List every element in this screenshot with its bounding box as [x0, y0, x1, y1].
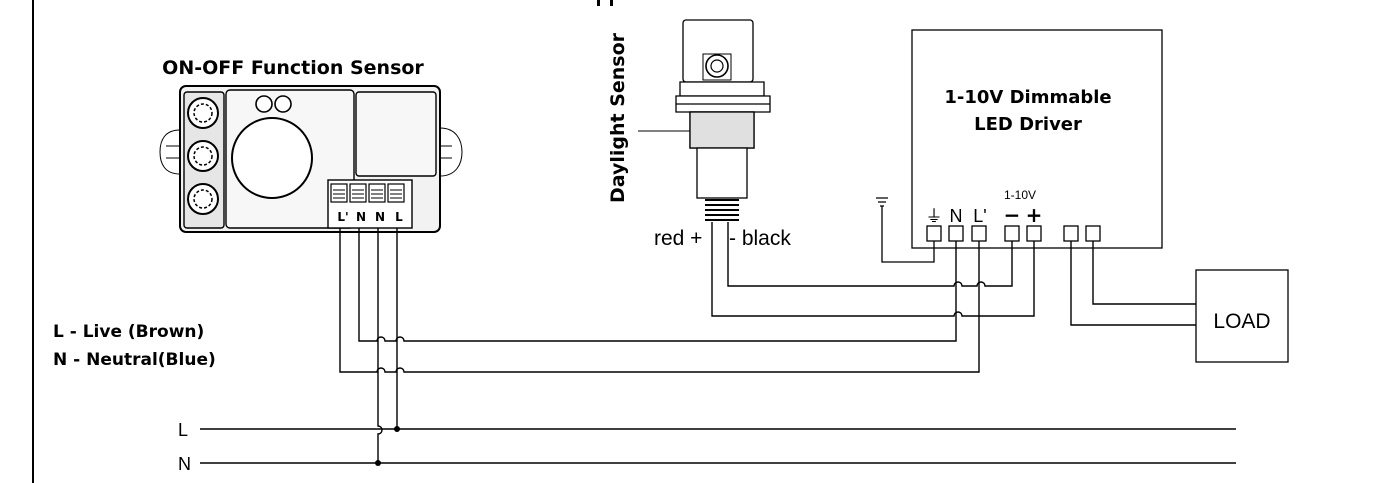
daylight-sensor-washer	[675, 95, 771, 113]
daylight-sensor-stem	[696, 147, 748, 199]
sensor-terminal-label-2: N	[356, 210, 366, 224]
sensor-knob-1	[187, 97, 219, 129]
sensor-terminal-label-4: L	[395, 210, 403, 224]
driver-terminal-minus	[1004, 225, 1020, 242]
wiring	[339, 222, 1196, 463]
daylight-sensor-thread	[705, 199, 739, 221]
mains-lines	[200, 426, 1236, 466]
daylight-sensor-nut	[679, 81, 765, 97]
sensor-indicator-2	[274, 95, 292, 113]
load-label: LOAD	[1213, 310, 1270, 333]
sensor-mount-ear-left	[159, 129, 181, 175]
driver-terminal-n	[948, 225, 964, 242]
led-driver-title-line1: 1-10V Dimmable	[944, 87, 1111, 108]
led-driver-box	[911, 29, 1163, 249]
sensor-indicator-1	[255, 95, 273, 113]
sensor-terminal-label-3: N	[375, 210, 385, 224]
driver-terminal-load-2	[1085, 225, 1101, 242]
driver-terminal-l	[971, 225, 987, 242]
driver-dim-label: 1-10V	[1004, 188, 1036, 202]
driver-minus-label: −	[1004, 203, 1021, 227]
driver-ground-label: ⏚	[926, 207, 943, 226]
ground-symbol-icon	[876, 197, 935, 263]
load-box	[1195, 269, 1289, 363]
driver-terminal-ground	[926, 225, 942, 242]
daylight-red-label: red +	[654, 227, 702, 250]
sensor-knob-2	[187, 140, 219, 172]
legend-live: L - Live (Brown)	[53, 322, 204, 342]
sensor-knob-3	[187, 183, 219, 215]
daylight-sensor-top-marks	[597, 0, 613, 6]
driver-plus-label: +	[1026, 203, 1043, 227]
legend-neutral: N - Neutral(Blue)	[53, 350, 216, 370]
sensor-mount-ear-right	[439, 127, 463, 177]
sensor-terminal-label-1: L'	[337, 210, 348, 224]
junction-dot-neutral	[375, 460, 381, 466]
mains-neutral-label: N	[178, 454, 191, 474]
junction-dot-live	[394, 426, 400, 432]
mains-live-label: L	[178, 420, 188, 440]
driver-terminal-load-1	[1063, 225, 1079, 242]
driver-terminal-plus	[1026, 225, 1042, 242]
daylight-sensor-label: Daylight Sensor	[607, 32, 629, 203]
driver-neutral-label: N	[950, 206, 963, 226]
daylight-sensor	[675, 19, 771, 221]
on-off-sensor: L' N N L	[159, 85, 463, 233]
led-driver-title-line2: LED Driver	[974, 114, 1082, 135]
driver-terminals	[926, 225, 1101, 242]
sensor-title: ON-OFF Function Sensor	[162, 57, 424, 79]
daylight-sensor-eye	[705, 54, 729, 78]
sensor-window	[355, 91, 437, 177]
daylight-black-label: - black	[729, 227, 791, 250]
sensor-terminal-screws	[330, 183, 405, 203]
driver-live-label: L'	[973, 206, 986, 226]
sensor-lens	[231, 117, 313, 199]
